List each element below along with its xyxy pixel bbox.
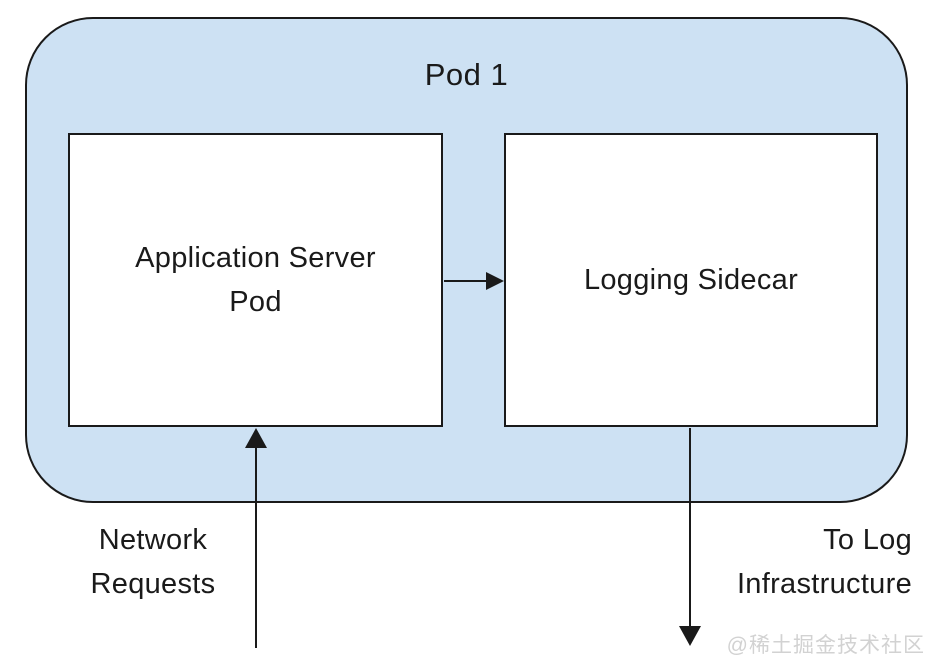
logging-sidecar-label: Logging Sidecar: [583, 264, 799, 296]
logging-sidecar-node: Logging Sidecar: [504, 133, 878, 427]
to-log-infrastructure-label-line2: Infrastructure: [736, 568, 912, 600]
network-requests-label-line1: Network: [98, 524, 208, 556]
application-server-pod-label-line1: Application Server: [135, 242, 376, 274]
application-server-pod-node: Application Server Pod: [68, 133, 443, 427]
pod-1-title: Pod 1: [424, 57, 509, 92]
network-requests-label-line2: Requests: [90, 568, 216, 600]
to-log-infrastructure-label-line1: To Log: [823, 524, 912, 556]
to-log-infrastructure-label: To Log Infrastructure: [652, 518, 912, 606]
watermark-text: @稀土掘金技术社区: [726, 634, 925, 657]
application-server-pod-label-line2: Pod: [229, 286, 282, 318]
network-requests-label: Network Requests: [48, 518, 258, 606]
